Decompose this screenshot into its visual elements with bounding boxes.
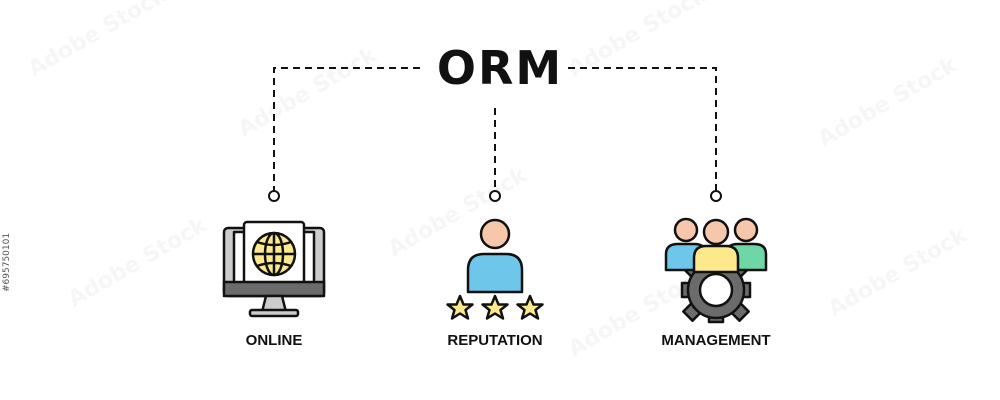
connector-right [568,67,717,190]
diagram-title: ORM [436,41,564,95]
person-stars-icon [446,218,544,320]
team-gear-icon [664,217,768,324]
label-reputation: REPUTATION [447,332,543,349]
connector-node-left [268,190,280,202]
label-management: MANAGEMENT [661,332,771,349]
connector-left [273,67,420,190]
monitor-globe-icon [222,220,326,318]
connector-node-center [489,190,501,202]
label-online: ONLINE [245,332,303,349]
connector-node-right [710,190,722,202]
stock-id-code: #695750101 [2,232,12,292]
